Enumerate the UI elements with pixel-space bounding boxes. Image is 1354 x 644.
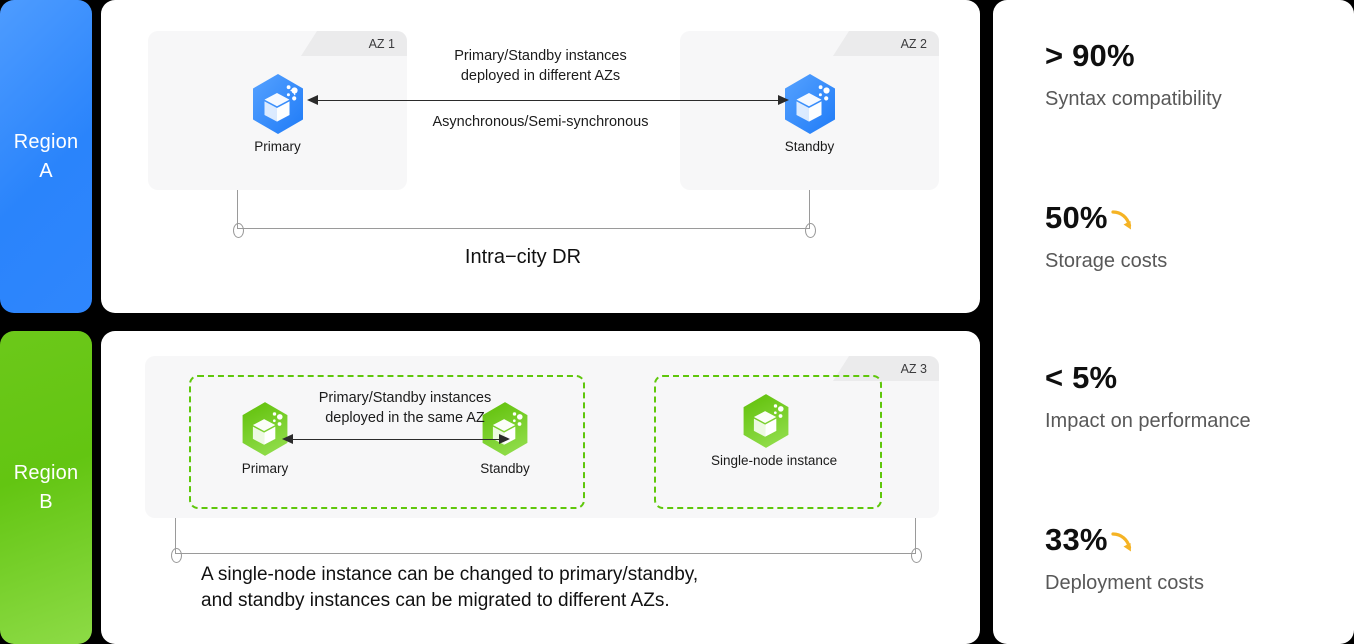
stats-panel: > 90% Syntax compatibility 50% Storage c… xyxy=(993,0,1354,644)
database-node-icon xyxy=(740,393,792,449)
replication-arrow-line xyxy=(318,100,778,101)
hexagon-cube-icon xyxy=(242,402,288,456)
stat-deployment-costs: 33% Deployment costs xyxy=(1045,522,1204,595)
same-az-arrow-head-left xyxy=(282,434,293,444)
stat-storage-costs: 50% Storage costs xyxy=(1045,200,1167,273)
bracket-stem-right xyxy=(915,518,916,553)
same-az-caption: Primary/Standby instances deployed in th… xyxy=(318,390,492,426)
region-a-panel: AZ 1 xyxy=(101,0,980,313)
hexagon-cube-icon xyxy=(252,74,303,134)
replication-caption-above: Primary/Standby instances deployed in di… xyxy=(454,48,627,84)
replication-caption-below: Asynchronous/Semi-synchronous xyxy=(432,114,649,130)
region-b-panel: AZ 3 xyxy=(101,331,980,644)
intra-city-dr-label: Intra−city DR xyxy=(464,246,582,268)
region-b-line2: B xyxy=(39,490,53,513)
region-a-line2: A xyxy=(39,159,53,182)
node-standby-az2-label: Standby xyxy=(784,139,835,154)
stat-value: > 90% xyxy=(1045,38,1135,73)
same-az-arrow-line xyxy=(293,439,499,440)
database-node-icon xyxy=(249,73,307,135)
stat-desc: Impact on performance xyxy=(1045,410,1251,432)
intra-city-bracket xyxy=(231,190,816,238)
stat-desc: Deployment costs xyxy=(1045,572,1204,594)
stat-value: 33% xyxy=(1045,522,1204,558)
bracket-stem-right xyxy=(809,190,810,228)
az2-tab: AZ 2 xyxy=(833,31,939,56)
az2-box: AZ 2 xyxy=(680,31,939,190)
az3-bracket xyxy=(169,518,923,563)
decrease-arrow-icon xyxy=(1110,527,1136,553)
bracket-stem-left xyxy=(237,190,238,228)
region-b-line1: Region xyxy=(13,461,79,484)
bracket-knob-right xyxy=(805,223,816,238)
node-primary-az1: Primary xyxy=(221,73,334,154)
node-primary-az3: Primary xyxy=(210,401,320,476)
bracket-knob-left xyxy=(233,223,244,238)
region-rail-a: Region A xyxy=(0,0,92,313)
hexagon-cube-icon xyxy=(784,74,835,134)
az1-tab: AZ 1 xyxy=(301,31,407,56)
replication-arrow-head-left xyxy=(307,95,318,105)
stat-value: 50% xyxy=(1045,200,1167,236)
node-standby-az3-label: Standby xyxy=(480,461,530,476)
replication-arrow-head-right xyxy=(778,95,789,105)
bracket-knob-left xyxy=(171,548,182,563)
bracket-stem-left xyxy=(175,518,176,553)
bracket-knob-right xyxy=(911,548,922,563)
single-node-group xyxy=(654,375,882,509)
database-node-icon xyxy=(781,73,839,135)
region-rail-b: Region B xyxy=(0,331,92,644)
stat-desc: Storage costs xyxy=(1045,250,1168,272)
decrease-arrow-icon xyxy=(1110,205,1136,231)
stat-syntax-compatibility: > 90% Syntax compatibility xyxy=(1045,38,1222,111)
hexagon-cube-icon xyxy=(743,394,789,448)
stat-value: < 5% xyxy=(1045,360,1118,395)
node-primary-az1-label: Primary xyxy=(254,139,301,154)
az3-box: AZ 3 xyxy=(145,356,939,518)
stat-desc: Syntax compatibility xyxy=(1045,88,1222,110)
bracket-rail xyxy=(175,553,916,554)
node-single-az3: Single-node instance xyxy=(711,393,838,468)
az1-box: AZ 1 xyxy=(148,31,407,190)
node-single-az3-label: Single-node instance xyxy=(711,453,838,468)
bracket-rail xyxy=(237,228,810,229)
az3-bracket-caption: A single-node instance can be changed to… xyxy=(201,564,699,611)
node-primary-az3-label: Primary xyxy=(241,461,289,476)
node-standby-az2: Standby xyxy=(753,73,866,154)
primary-standby-group xyxy=(189,375,585,509)
database-node-icon xyxy=(239,401,291,457)
same-az-arrow-head-right xyxy=(499,434,510,444)
stat-impact-performance: < 5% Impact on performance xyxy=(1045,360,1251,433)
region-a-line1: Region xyxy=(13,130,79,153)
